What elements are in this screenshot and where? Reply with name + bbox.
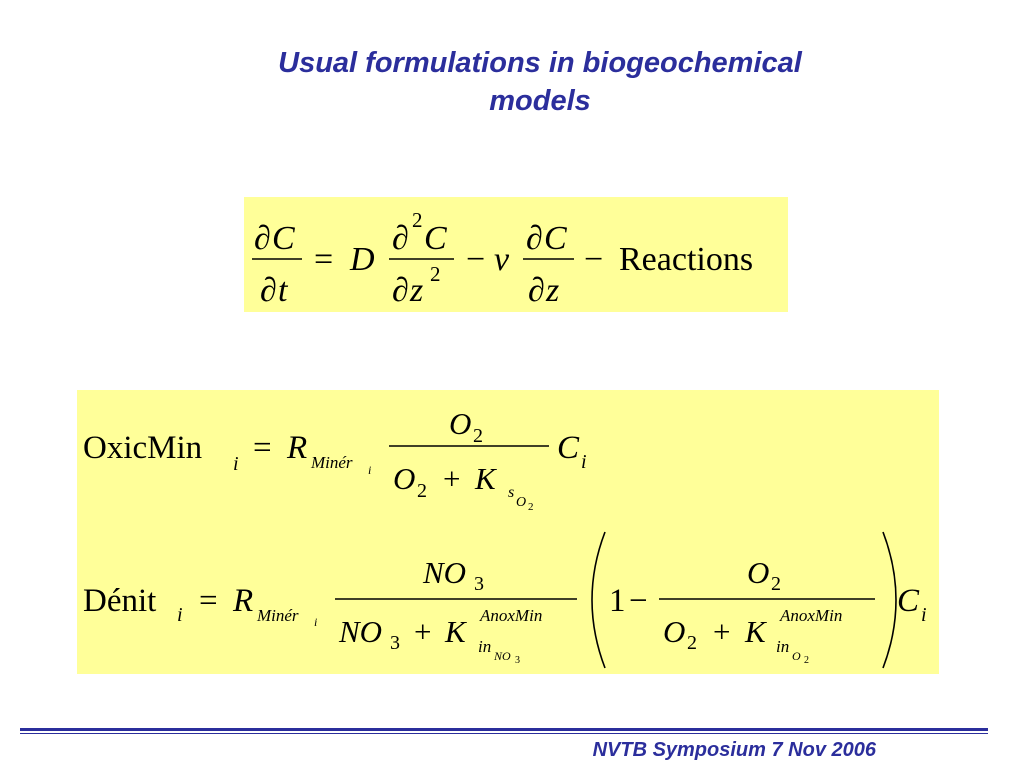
var-z: z (409, 272, 423, 309)
subscript-2: 2 (473, 425, 483, 447)
var-c: C (424, 220, 447, 257)
var-k: K (474, 461, 498, 496)
subscript-2: 2 (804, 655, 809, 666)
reactions-term: Reactions (619, 241, 753, 278)
partial-symbol: ∂ (392, 220, 409, 257)
var-no: NO (422, 555, 466, 590)
plus-sign: + (414, 614, 431, 649)
mineralisation-equations-box: OxicMin i = R Minér i O 2 O 2 + K s O 2 … (77, 390, 939, 674)
partial-symbol: ∂ (528, 272, 545, 309)
partial-symbol: ∂ (254, 220, 271, 257)
equals-sign: = (199, 583, 218, 619)
denit-label: Dénit (83, 583, 156, 619)
subscript-miner: Minér (256, 606, 299, 625)
right-parenthesis (882, 531, 897, 669)
var-o: O (393, 461, 415, 496)
var-c: C (544, 220, 567, 257)
subscript-2: 2 (771, 573, 781, 595)
title-line-2: models (489, 85, 591, 117)
var-k: K (744, 614, 768, 649)
exponent-2: 2 (430, 262, 441, 286)
subscript-s: s (508, 484, 514, 501)
number-one: 1 (609, 583, 626, 619)
equals-sign: = (253, 430, 272, 466)
title-line-1: Usual formulations in biogeochemical (278, 47, 802, 79)
var-o: O (449, 406, 471, 441)
var-v: v (494, 241, 510, 278)
superscript-anoxmin: AnoxMin (479, 606, 542, 625)
var-no: NO (338, 614, 382, 649)
slide-title: Usual formulations in biogeochemical mod… (200, 44, 880, 120)
var-c: C (272, 220, 295, 257)
oxicmin-label: OxicMin (83, 430, 202, 466)
transport-equation-box: ∂ C ∂ t = D ∂ 2 C ∂ z 2 − v ∂ C ∂ z − Re… (244, 197, 788, 312)
var-r: R (286, 430, 307, 466)
var-k: K (444, 614, 468, 649)
subscript-3: 3 (474, 573, 484, 595)
exponent-2: 2 (412, 208, 423, 232)
partial-symbol: ∂ (260, 272, 277, 309)
mineralisation-equations: OxicMin i = R Minér i O 2 O 2 + K s O 2 … (83, 406, 927, 669)
partial-symbol: ∂ (392, 272, 409, 309)
var-c: C (557, 430, 580, 466)
plus-sign: + (443, 461, 460, 496)
var-c: C (897, 583, 920, 619)
var-z: z (545, 272, 559, 309)
footer-rule-thin (20, 733, 988, 734)
subscript-i: i (314, 615, 317, 629)
var-t: t (278, 272, 289, 309)
subscript-i: i (233, 453, 239, 475)
minus-sign: − (466, 241, 485, 278)
subscript-3: 3 (515, 655, 520, 666)
subscript-in: in (776, 637, 789, 656)
minus-sign: − (629, 583, 648, 619)
footer-rule-thick (20, 728, 988, 731)
left-parenthesis (591, 531, 606, 669)
subscript-in: in (478, 637, 491, 656)
subscript-2: 2 (528, 501, 534, 513)
footer-text: NVTB Symposium 7 Nov 2006 (592, 739, 876, 761)
subscript-o: O (792, 649, 801, 663)
var-o: O (747, 555, 769, 590)
plus-sign: + (713, 614, 730, 649)
var-r: R (232, 583, 253, 619)
partial-symbol: ∂ (526, 220, 543, 257)
minus-sign: − (584, 241, 603, 278)
var-o: O (663, 614, 685, 649)
subscript-2: 2 (417, 480, 427, 502)
subscript-miner: Minér (310, 453, 353, 472)
subscript-i: i (177, 604, 183, 626)
subscript-3: 3 (390, 632, 400, 654)
subscript-i: i (581, 451, 587, 473)
subscript-i: i (368, 463, 371, 477)
subscript-no: NO (493, 649, 511, 663)
equals-sign: = (314, 241, 333, 278)
subscript-2: 2 (687, 632, 697, 654)
subscript-i: i (921, 604, 927, 626)
subscript-o: O (516, 495, 526, 510)
transport-equation: ∂ C ∂ t = D ∂ 2 C ∂ z 2 − v ∂ C ∂ z − Re… (252, 208, 753, 309)
superscript-anoxmin: AnoxMin (779, 606, 842, 625)
var-d: D (349, 241, 375, 278)
